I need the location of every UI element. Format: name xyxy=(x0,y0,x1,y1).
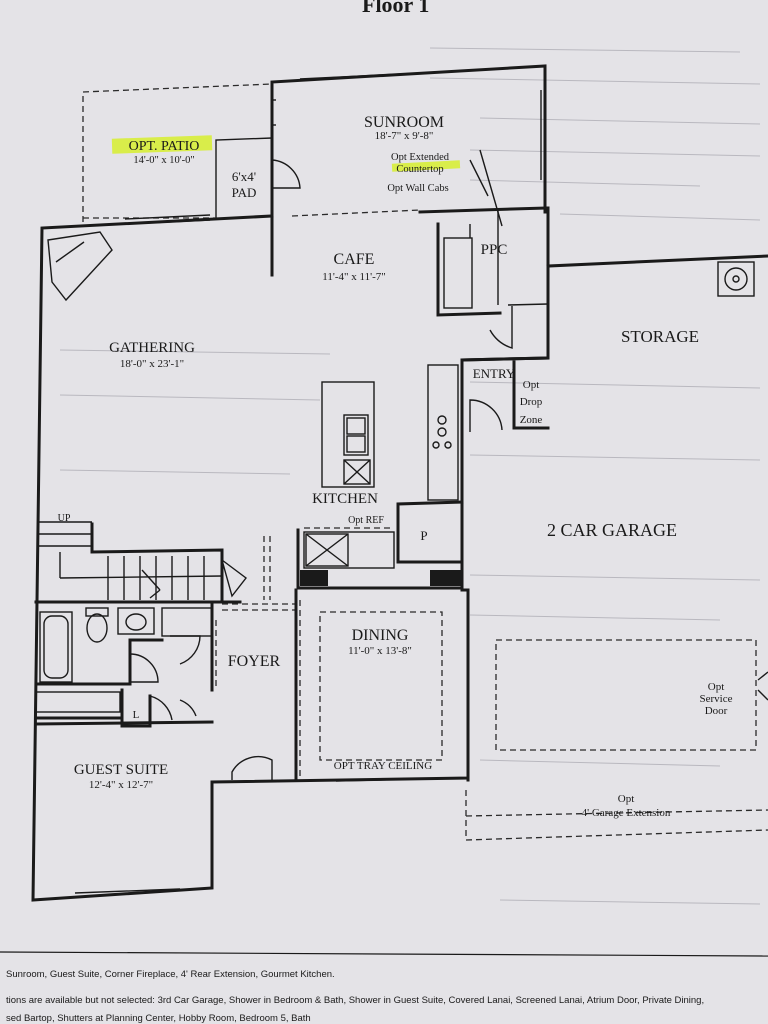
cafe-size: 11'-4" x 11'-7" xyxy=(322,271,385,283)
opt-ref-label: Opt REF xyxy=(348,515,384,526)
sunroom-label: SUNROOM xyxy=(364,114,444,131)
stairs xyxy=(34,521,247,604)
service-door-label-1: Opt xyxy=(708,681,725,693)
service-door-label-3: Door xyxy=(705,705,728,717)
drop-zone-label-1: Opt xyxy=(523,379,540,391)
foyer-dining-walls xyxy=(210,536,443,780)
bleed-through-lines xyxy=(59,47,761,905)
extended-countertop-label-2: Countertop xyxy=(396,164,443,175)
garage-walls xyxy=(465,206,768,841)
kitchen-label: KITCHEN xyxy=(312,491,378,507)
gathering-size: 18'-0" x 23'-1" xyxy=(120,358,184,370)
lower-counter xyxy=(296,500,464,590)
drop-zone-label-3: Zone xyxy=(520,414,543,426)
ppc-cabinetry xyxy=(436,210,549,349)
pad-outline xyxy=(215,137,301,218)
linen-label: L xyxy=(133,709,140,721)
entry-drop-zone xyxy=(460,356,550,432)
garage-extension-label-2: 4' Garage Extension xyxy=(582,807,671,819)
opt-patio-label: OPT. PATIO xyxy=(129,139,200,154)
house-walls xyxy=(31,206,550,902)
highlighter-marks xyxy=(111,135,461,172)
kitchen-wall-counter xyxy=(427,364,459,501)
gathering-label: GATHERING xyxy=(109,340,195,356)
garage-extension-label-1: Opt xyxy=(618,793,635,805)
footer-line-1: Sunroom, Guest Suite, Corner Fireplace, … xyxy=(6,969,335,980)
footer-notes: Sunroom, Guest Suite, Corner Fireplace, … xyxy=(0,955,768,1024)
footer-divider xyxy=(0,951,768,957)
tray-ceiling-label: OPT TRAY CEILING xyxy=(334,760,432,772)
ppc-label: PPC xyxy=(481,242,508,258)
guest-suite-walls xyxy=(34,720,214,726)
sunroom-walls xyxy=(270,64,547,277)
corner-fireplace xyxy=(47,231,113,302)
drop-zone-label-2: Drop xyxy=(520,396,543,408)
garage-label: 2 CAR GARAGE xyxy=(547,520,677,540)
footer-line-3: sed Bartop, Shutters at Planning Center,… xyxy=(6,1013,311,1024)
dining-label: DINING xyxy=(352,627,409,644)
dining-size: 11'-0" x 13'-8" xyxy=(348,645,412,657)
pad-label: PAD xyxy=(232,185,257,200)
kitchen-island xyxy=(321,381,375,488)
extended-countertop-label-1: Opt Extended xyxy=(391,152,450,163)
service-door-label-2: Service xyxy=(700,693,733,705)
pantry-label: P xyxy=(420,528,427,543)
footer-line-2: tions are available but not selected: 3r… xyxy=(6,995,705,1006)
closet-linen xyxy=(34,688,197,728)
guest-suite-size: 12'-4" x 12'-7" xyxy=(89,779,153,791)
cafe-label: CAFE xyxy=(334,251,375,268)
guest-bath xyxy=(34,607,213,686)
foyer-label: FOYER xyxy=(228,653,281,670)
wall-cabs-label: Opt Wall Cabs xyxy=(387,183,448,194)
guest-suite-label: GUEST SUITE xyxy=(74,762,168,778)
opt-patio-size: 14'-0" x 10'-0" xyxy=(133,155,194,166)
entry-label: ENTRY xyxy=(473,366,516,381)
pad-size-label: 6'x4' xyxy=(232,169,256,184)
up-label: UP xyxy=(58,513,71,524)
storage-label: STORAGE xyxy=(621,327,699,346)
page-heading: Floor 1 xyxy=(362,0,429,17)
sunroom-size: 18'-7" x 9'-8" xyxy=(375,130,434,142)
